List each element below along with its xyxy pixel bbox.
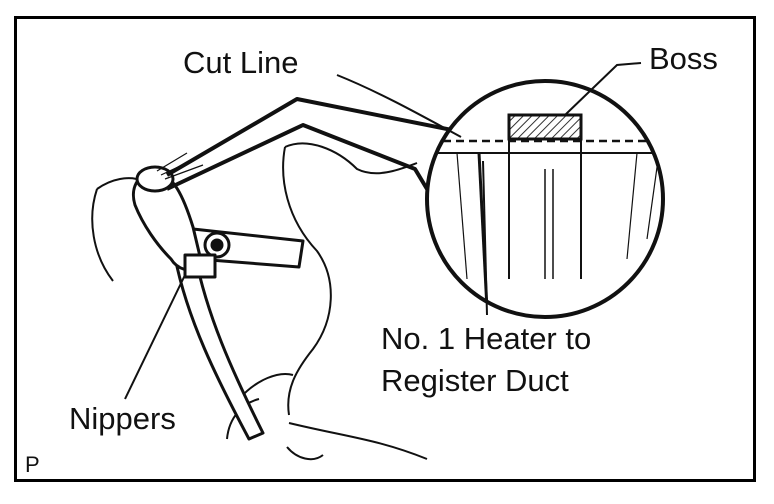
zoom-connector-lines	[165, 97, 458, 191]
diagram-frame: Cut Line Boss No. 1 Heater to Register D…	[14, 16, 756, 482]
magnifier-inset	[425, 79, 665, 319]
nippers-tool	[132, 165, 305, 441]
duct-leader	[482, 160, 488, 316]
nippers-leader	[124, 274, 186, 400]
duct-label-line1: No. 1 Heater to	[381, 321, 592, 356]
nippers-label: Nippers	[69, 401, 176, 436]
boss-mark	[507, 113, 583, 141]
boss-label: Boss	[649, 41, 718, 76]
boss-leader	[564, 62, 642, 116]
duct-label-line2: Register Duct	[381, 363, 569, 398]
zoom-thin-lines	[156, 152, 204, 180]
leader-lines	[124, 62, 642, 400]
cut-line-leader	[336, 74, 462, 138]
corner-code: P	[25, 452, 40, 477]
illustration	[91, 62, 665, 461]
cut-line-label: Cut Line	[183, 45, 299, 80]
